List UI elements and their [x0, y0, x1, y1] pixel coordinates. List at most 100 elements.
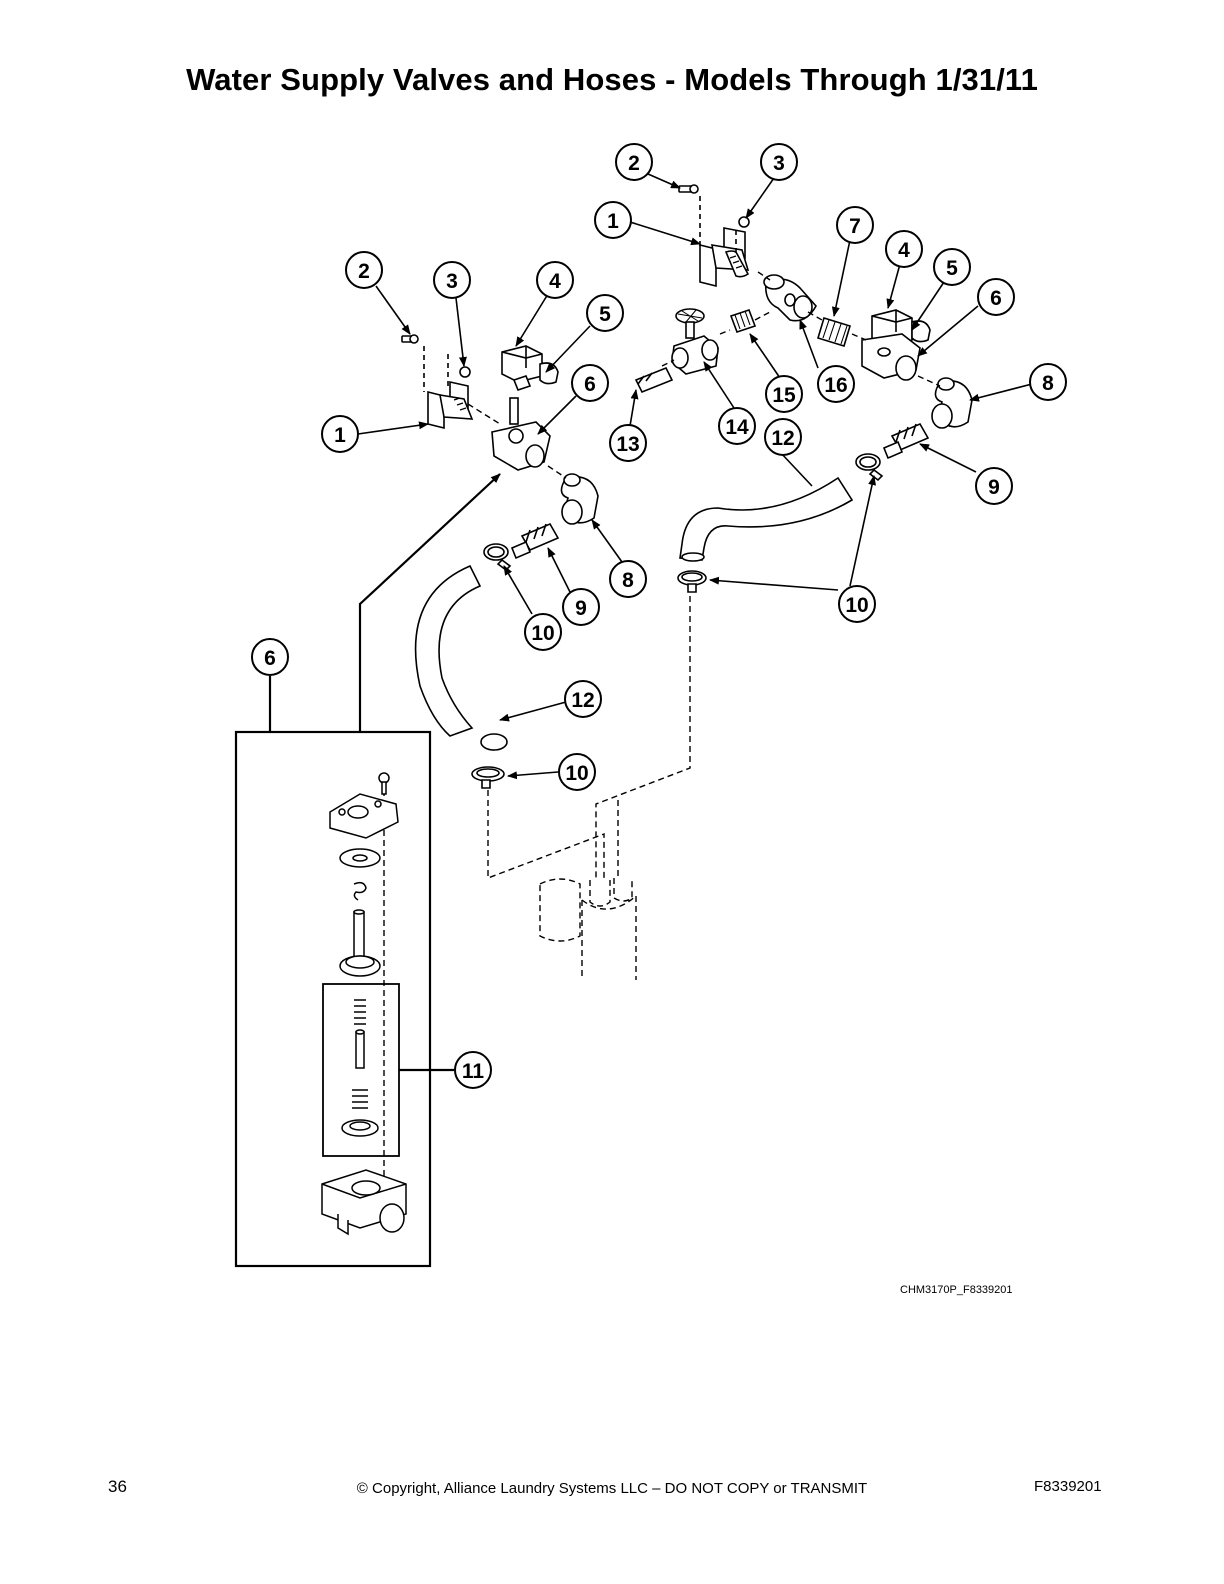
- leader-lines: [357, 173, 1033, 780]
- nipple-15: [729, 308, 757, 334]
- callout-label: 5: [599, 303, 611, 326]
- callout-label: 9: [575, 597, 587, 620]
- upper-valve-assembly: [634, 184, 973, 593]
- callout-label: 4: [898, 239, 910, 262]
- callout-left-4: 4: [536, 261, 574, 299]
- hose-clamp-left-lower: [471, 766, 505, 789]
- callout-label: 12: [771, 427, 794, 450]
- inset-diaphragm: [341, 1119, 379, 1137]
- inset-cover: [329, 793, 399, 839]
- callout-label: 1: [607, 210, 619, 233]
- inset-small-spring: [353, 881, 367, 901]
- inset-plunger: [339, 909, 381, 977]
- callout-11: 11: [454, 1051, 492, 1089]
- callout-top-4: 4: [885, 230, 923, 268]
- elbow-right: [931, 377, 973, 429]
- callout-label: 4: [549, 270, 561, 293]
- callout-label: 12: [571, 689, 594, 712]
- inset-screw: [378, 772, 390, 795]
- callout-label: 9: [988, 476, 1000, 499]
- solenoid-valve-right: [861, 309, 931, 381]
- callout-right-9: 9: [975, 467, 1013, 505]
- callout-label: 1: [334, 424, 346, 447]
- callout-inset-6: 6: [251, 638, 289, 676]
- document-id: F8339201: [1034, 1478, 1102, 1495]
- callout-right-12: 12: [764, 418, 802, 456]
- callout-13: 13: [609, 424, 647, 462]
- callout-bottom-10: 10: [558, 753, 596, 791]
- callout-top-6: 6: [977, 278, 1015, 316]
- callout-label: 6: [264, 647, 276, 670]
- lower-valve-assembly: [401, 334, 599, 789]
- callout-16: 16: [817, 365, 855, 403]
- callout-label: 5: [946, 257, 958, 280]
- shutoff-valve: [671, 308, 719, 375]
- callout-label: 10: [531, 622, 554, 645]
- hose-clamp-right-lower: [677, 570, 707, 593]
- callout-label: 13: [616, 433, 639, 456]
- callout-label: 14: [725, 416, 749, 439]
- figure-code: CHM3170P_F8339201: [900, 1284, 1013, 1296]
- callout-label: 7: [849, 215, 861, 238]
- hose-right: [679, 476, 854, 562]
- hose-clamp-right-upper: [855, 453, 884, 482]
- elbow-left: [560, 473, 599, 525]
- callout-left-3: 3: [433, 261, 471, 299]
- dashed-connection-lines: [383, 271, 941, 1180]
- callout-label: 11: [462, 1060, 485, 1083]
- inset-valve-body: [321, 1169, 407, 1236]
- hose-barb-left: [510, 522, 560, 560]
- callout-label: 2: [628, 152, 640, 175]
- mounting-bracket-top: [699, 227, 750, 288]
- callout-label: 16: [824, 374, 847, 397]
- callout-top-2: 2: [615, 143, 653, 181]
- callout-left-1: 1: [321, 415, 359, 453]
- callout-label: 15: [772, 384, 796, 407]
- callout-left-5: 5: [586, 294, 624, 332]
- water-inlet-housing: [539, 878, 637, 980]
- callout-left-2: 2: [345, 251, 383, 289]
- callout-top-7: 7: [836, 206, 874, 244]
- callout-14: 14: [718, 407, 756, 445]
- callout-left-6: 6: [571, 364, 609, 402]
- tee-fitting: [763, 274, 817, 322]
- nut-top: [738, 216, 750, 228]
- valve-exploded-parts: [321, 772, 407, 1236]
- nipple-7: [817, 316, 851, 348]
- inset-washer: [339, 848, 381, 868]
- callout-15: 15: [765, 375, 803, 413]
- callout-label: 6: [990, 287, 1002, 310]
- callout-top-1: 1: [594, 201, 632, 239]
- callout-label: 10: [565, 762, 588, 785]
- page-number: 36: [108, 1477, 127, 1496]
- callout-label: 10: [845, 594, 868, 617]
- hose-barb-right: [882, 422, 930, 460]
- callout-label: 2: [358, 260, 370, 283]
- valve-detail-inset: [234, 473, 501, 1268]
- callout-left-12: 12: [564, 680, 602, 718]
- callout-top-5: 5: [933, 248, 971, 286]
- callout-circles: 2 3 1 7 4 5 6 2 3 4 5 6 1 13 14 15 16 8 …: [251, 143, 1067, 1089]
- barb-fitting-13: [634, 366, 674, 394]
- page-title: Water Supply Valves and Hoses - Models T…: [186, 62, 1038, 97]
- nut-left: [459, 366, 471, 378]
- callout-right-10: 10: [838, 585, 876, 623]
- hose-left: [414, 564, 508, 751]
- callout-left-8: 8: [609, 560, 647, 598]
- callout-left-9: 9: [562, 588, 600, 626]
- callout-label: 8: [622, 569, 634, 592]
- copyright-notice: © Copyright, Alliance Laundry Systems LL…: [356, 1480, 868, 1497]
- callout-label: 3: [773, 152, 785, 175]
- callout-label: 3: [446, 270, 458, 293]
- inset-pin: [355, 1029, 365, 1069]
- inset-spring-lower: [352, 1089, 368, 1109]
- callout-right-8: 8: [1029, 363, 1067, 401]
- callout-label: 6: [584, 373, 596, 396]
- screw-top: [678, 184, 699, 194]
- hose-clamp-left-upper: [483, 543, 512, 572]
- inset-spring: [354, 999, 366, 1025]
- callout-top-3: 3: [760, 143, 798, 181]
- screw-left: [401, 334, 419, 344]
- solenoid-valve-left: [491, 345, 559, 471]
